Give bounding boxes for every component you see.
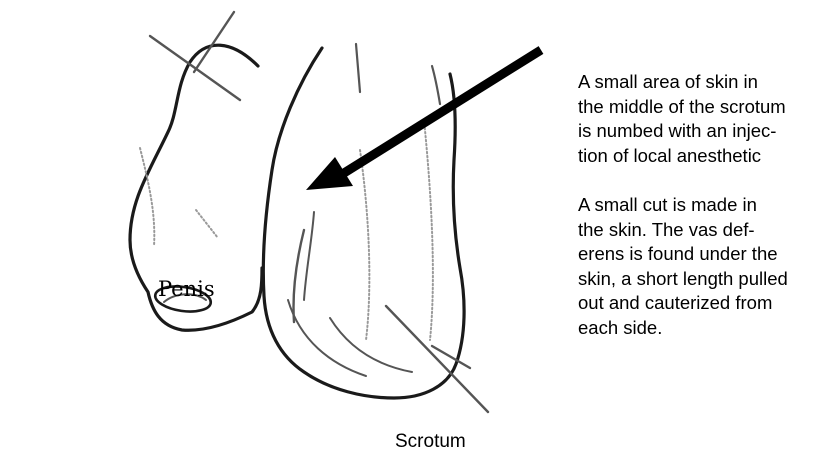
caption-line: erens is found under the (578, 242, 828, 267)
caption-line: skin, a short length pulled (578, 267, 828, 292)
arrow-icon (306, 50, 541, 190)
caption-line: is numbed with an injec- (578, 119, 828, 144)
caption-line: A small cut is made in (578, 193, 828, 218)
scrotum-drawing (263, 44, 464, 398)
caption-line: A small area of skin in (578, 70, 828, 95)
anesthetic-caption: A small area of skin in the middle of th… (578, 70, 828, 168)
caption-line: the skin. The vas def- (578, 218, 828, 243)
scrotum-label: Scrotum (395, 431, 466, 453)
caption-line: out and cauterized from (578, 291, 828, 316)
incision-caption: A small cut is made in the skin. The vas… (578, 193, 828, 340)
caption-line: each side. (578, 316, 828, 341)
caption-line: the middle of the scrotum (578, 95, 828, 120)
penis-label: Penis (158, 277, 215, 301)
caption-line: tion of local anesthetic (578, 144, 828, 169)
guide-lines (150, 12, 488, 412)
